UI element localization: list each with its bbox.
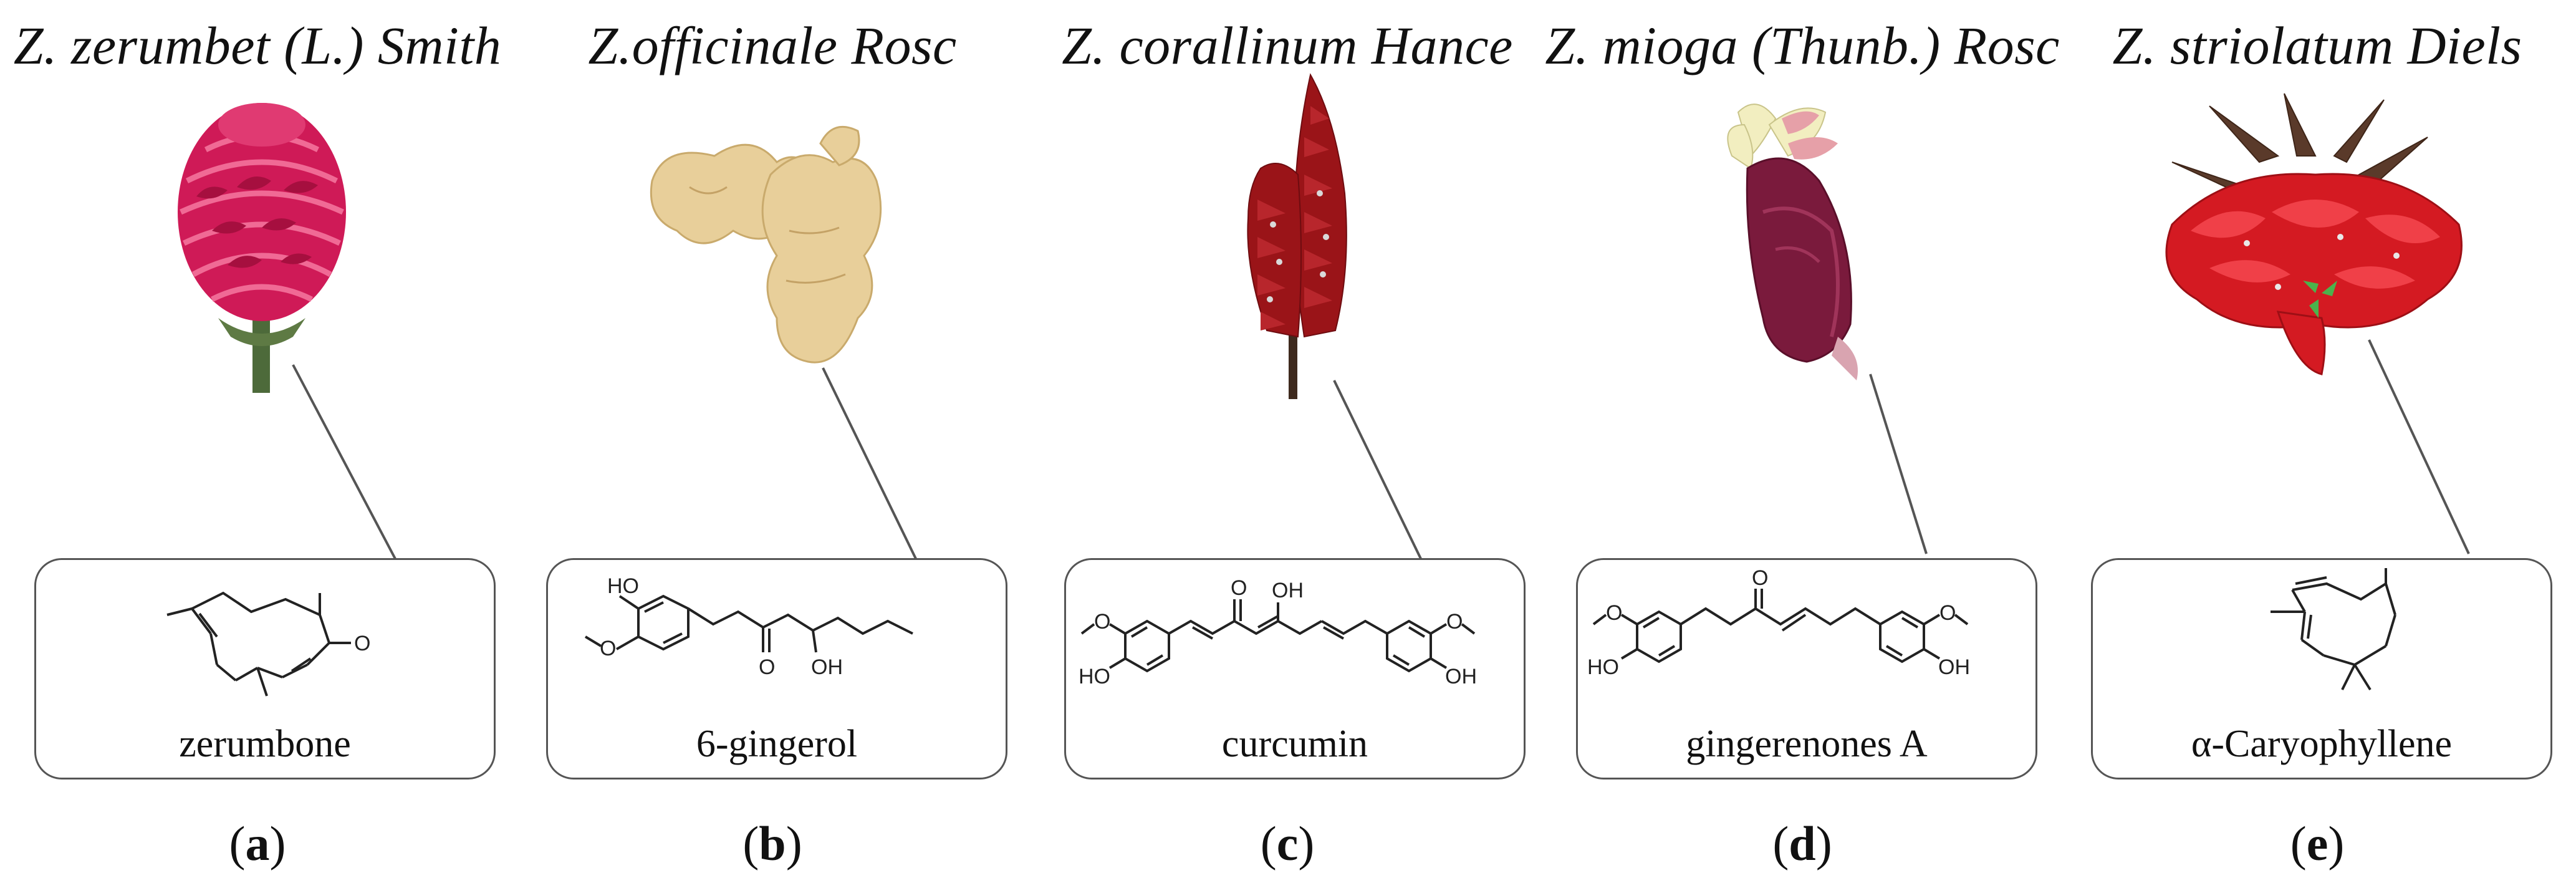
species-name: Z. zerumbet (L.) Smith: [13, 16, 502, 75]
panel-letter: b: [759, 816, 786, 871]
gingerenones-a-structure: O HO O O OH: [1587, 566, 1970, 679]
curcumin-structure: O HO O OH O OH: [1079, 576, 1477, 688]
curcumin-methoxy-oxygen-right: O: [1446, 610, 1463, 634]
6-gingerol-structure: HO O O OH: [584, 574, 913, 679]
panel-letter: a: [245, 816, 270, 871]
compound-box-c: O HO O OH O OH curcumin: [1064, 558, 1526, 779]
gingerenone-ketone-oxygen: O: [1752, 566, 1768, 590]
panel-letter: e: [2306, 816, 2328, 871]
curcumin-methoxy-oxygen-left: O: [1094, 610, 1110, 634]
gingerol-hydroxyl: OH: [811, 655, 843, 679]
panel-letter: d: [1789, 816, 1816, 871]
alpha-caryophyllene-structure: [2271, 568, 2396, 691]
gingerenone-methoxy-oxygen-left: O: [1606, 601, 1622, 625]
species-name: Z. striolatum Diels: [2112, 16, 2522, 75]
curcumin-hydroxyl-right: OH: [1445, 665, 1477, 688]
compound-name: curcumin: [1221, 723, 1368, 765]
mioga-bud-image: [1727, 104, 1858, 380]
compound-box-a: O zerumbone: [34, 558, 496, 779]
curcumin-enol-hydroxyl: OH: [1272, 579, 1304, 602]
panel-label-d: (d): [1772, 816, 1832, 871]
panel-d: Z. mioga (Thunb.) Rosc: [1545, 0, 2060, 888]
species-name: Z.officinale Rosc: [588, 16, 957, 75]
panel-label-a: (a): [229, 816, 286, 871]
gingerol-methoxy-oxygen: O: [600, 637, 616, 660]
species-name: Z. corallinum Hance: [1062, 16, 1513, 75]
compound-name: 6-gingerol: [696, 723, 858, 765]
gingerenone-hydroxyl-right: OH: [1938, 655, 1970, 679]
gingerenone-methoxy-oxygen-right: O: [1939, 601, 1956, 625]
species-name: Z. mioga (Thunb.) Rosc: [1545, 16, 2060, 75]
panel-a: Z. zerumbet (L.) Smith: [0, 0, 515, 888]
compound-box-d: O HO O O OH gingerenones A: [1576, 558, 2037, 779]
ginger-rhizome-image: [650, 125, 882, 364]
curcumin-hydroxyl-left: HO: [1079, 665, 1110, 688]
zerumbone-structure: O: [166, 591, 370, 697]
panel-c: Z. corallinum Hance: [1030, 0, 1545, 888]
gingerol-ketone-oxygen: O: [759, 655, 775, 679]
curcumin-ketone-oxygen: O: [1231, 576, 1247, 600]
gingerenone-hydroxyl-left: HO: [1587, 655, 1619, 679]
compound-box-e: α-Caryophyllene: [2091, 558, 2552, 779]
compound-name: zerumbone: [179, 723, 351, 765]
compound-name: α-Caryophyllene: [2191, 723, 2453, 765]
panel-label-c: (c): [1260, 816, 1315, 871]
compound-name: gingerenones A: [1686, 723, 1928, 765]
gingerol-hydroxyl-left: HO: [607, 574, 639, 598]
corallinum-spike-image: [1247, 73, 1347, 399]
striolatum-bloom-image: [2165, 93, 2463, 375]
compound-box-b: HO O O OH 6-gingerol: [546, 558, 1007, 779]
zerumbet-inflorescence-image: [178, 103, 346, 393]
panel-label-b: (b): [743, 816, 802, 871]
panel-letter: c: [1276, 816, 1299, 871]
panel-label-e: (e): [2290, 816, 2345, 871]
panel-e: Z. striolatum Diels: [2060, 0, 2575, 888]
zerumbone-oxygen: O: [354, 632, 370, 655]
panel-b: Z.officinale Rosc: [515, 0, 1030, 888]
